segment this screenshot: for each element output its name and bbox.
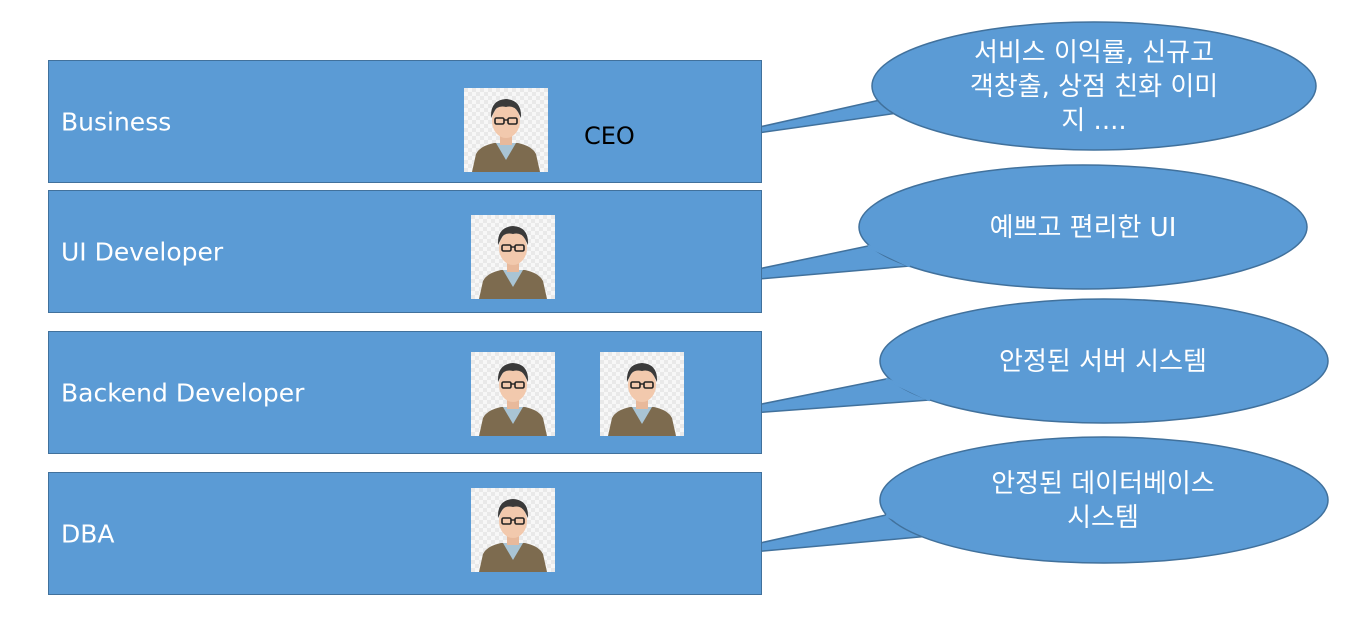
row-business: Business CEO xyxy=(48,60,762,183)
bubble-dba-text: 안정된 데이터베이스 시스템 xyxy=(991,469,1215,533)
bubble-ui-developer xyxy=(676,164,1308,290)
bubble-backend-developer-text: 안정된 서버 시스템 xyxy=(999,347,1207,377)
bubble-ui-developer-text: 예쁘고 편리한 UI xyxy=(989,213,1177,243)
row-dba: DBA xyxy=(48,472,762,595)
row-ui-developer: UI Developer xyxy=(48,190,762,313)
person-avatar-icon xyxy=(471,215,555,299)
row-label-dba: DBA xyxy=(61,519,115,548)
row-label-business: Business xyxy=(61,107,172,136)
bubble-business-text: 서비스 이익률, 신규고 객창출, 상점 친화 이미 지 .... xyxy=(969,38,1219,136)
ceo-label: CEO xyxy=(584,122,635,150)
person-avatar-icon xyxy=(464,88,548,172)
row-backend-developer: Backend Developer xyxy=(48,331,762,454)
person-avatar-icon xyxy=(600,352,684,436)
person-avatar-icon xyxy=(471,488,555,572)
row-label-backend-developer: Backend Developer xyxy=(61,378,305,407)
person-avatar-icon xyxy=(471,352,555,436)
row-label-ui-developer: UI Developer xyxy=(61,237,224,266)
